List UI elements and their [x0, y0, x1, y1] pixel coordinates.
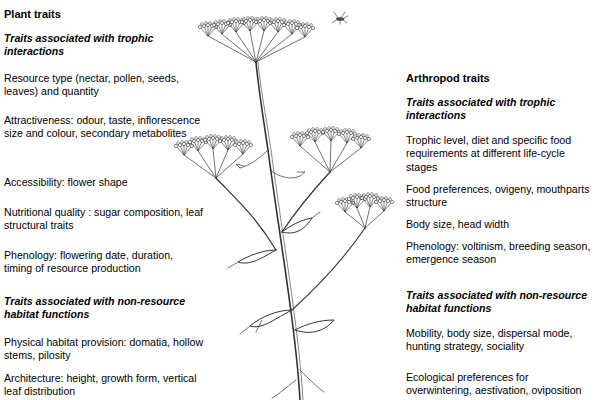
trait-text: Resource type (nectar, pollen, seeds, le… [4, 72, 204, 99]
section-heading: Traits associated with non-resource habi… [4, 295, 204, 322]
trait-text: Trophic level, diet and specific food re… [406, 134, 594, 174]
trait-text: Physical habitat provision: domatia, hol… [4, 336, 204, 363]
section-heading: Traits associated with non-resource habi… [406, 289, 594, 316]
section-heading: Traits associated with trophic interacti… [406, 96, 594, 123]
column-heading: Arthropod traits [406, 72, 594, 85]
trait-text: Mobility, body size, dispersal mode, hun… [406, 327, 594, 354]
column-heading: Plant traits [4, 8, 204, 21]
section-heading: Traits associated with trophic interacti… [4, 32, 204, 59]
trait-text: Nutritional quality : sugar composition,… [4, 206, 204, 233]
trait-text: Attractiveness: odour, taste, infloresce… [4, 114, 204, 141]
trait-text: Body size, head width [406, 218, 594, 231]
trait-text: Phenology: voltinism, breeding season, e… [406, 240, 594, 267]
trait-text: Accessibility: flower shape [4, 176, 204, 189]
trait-text: Food preferences, ovigeny, mouthparts st… [406, 183, 594, 210]
trait-text: Ecological preferences for overwintering… [406, 371, 594, 398]
trait-text: Architecture: height, growth form, verti… [4, 372, 204, 399]
trait-text: Phenology: flowering date, duration, tim… [4, 249, 204, 276]
